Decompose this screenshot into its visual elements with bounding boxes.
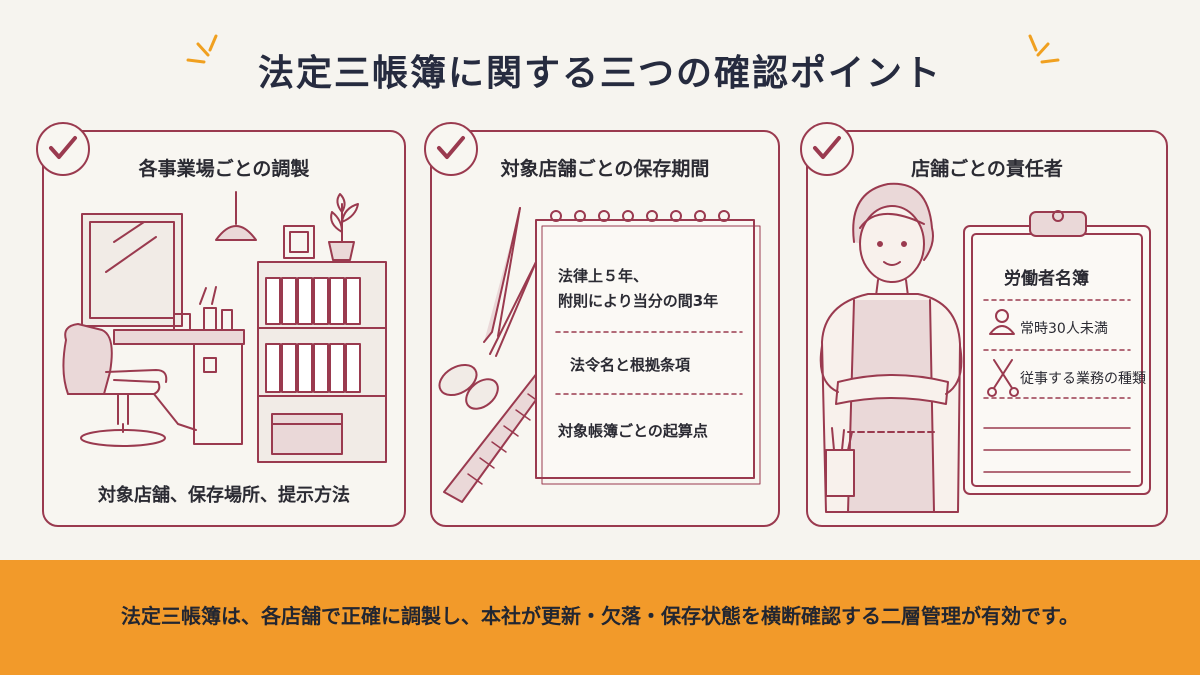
panel-title: 店舗ごとの責任者 bbox=[911, 158, 1063, 180]
person-icon bbox=[989, 309, 1015, 335]
panel-title: 対象店舗ごとの保存期間 bbox=[500, 158, 710, 180]
plant-icon bbox=[283, 193, 359, 261]
clipboard-row-2: 従事する業務の種類 bbox=[1020, 371, 1146, 387]
notepad-line-2: 附則により当分の間3年 bbox=[558, 292, 719, 310]
check-icon bbox=[36, 122, 90, 176]
lamp-icon bbox=[215, 191, 257, 241]
panel-retention: 対象店舗ごとの保存期間 bbox=[424, 122, 780, 527]
scissors-icon bbox=[438, 207, 537, 410]
notepad-line-1: 法律上５年、 bbox=[558, 267, 649, 285]
barber-chair-icon bbox=[62, 323, 197, 447]
notepad-item-2: 法令名と根拠条項 bbox=[570, 356, 691, 374]
barber-person-icon bbox=[819, 182, 963, 513]
retention-illustration bbox=[438, 207, 761, 503]
scissors-icon bbox=[987, 359, 1019, 397]
footer-banner: 法定三帳簿は、各店舗で正確に調製し、本社が更新・欠落・保存状態を横断確認する二層… bbox=[0, 560, 1200, 675]
notepad-item-3: 対象帳簿ごとの起算点 bbox=[558, 422, 708, 440]
check-icon bbox=[800, 122, 854, 176]
check-icon bbox=[424, 122, 478, 176]
panel-preparation: 各事業場ごとの調製 bbox=[36, 122, 406, 527]
page-title: 法定三帳簿に関する三つの確認ポイント bbox=[257, 53, 942, 94]
spark-right-icon bbox=[1016, 28, 1066, 78]
footer-text: 法定三帳簿は、各店舗で正確に調製し、本社が更新・欠落・保存状態を横断確認する二層… bbox=[121, 604, 1079, 628]
shelf-icon bbox=[257, 261, 387, 463]
panel-manager: 店舗ごとの責任者 bbox=[800, 122, 1168, 527]
manager-illustration bbox=[819, 182, 1151, 513]
clipboard-row-1: 常時30人未満 bbox=[1020, 321, 1108, 337]
clipboard-icon bbox=[963, 210, 1151, 495]
spark-left-icon bbox=[180, 28, 230, 78]
barbershop-illustration bbox=[62, 191, 387, 463]
mirror-icon bbox=[81, 213, 183, 327]
notepad-icon bbox=[535, 210, 761, 485]
panel-caption: 対象店舗、保存場所、提示方法 bbox=[98, 485, 350, 506]
clipboard-heading: 労働者名簿 bbox=[1004, 269, 1089, 289]
panel-title: 各事業場ごとの調製 bbox=[138, 158, 310, 180]
